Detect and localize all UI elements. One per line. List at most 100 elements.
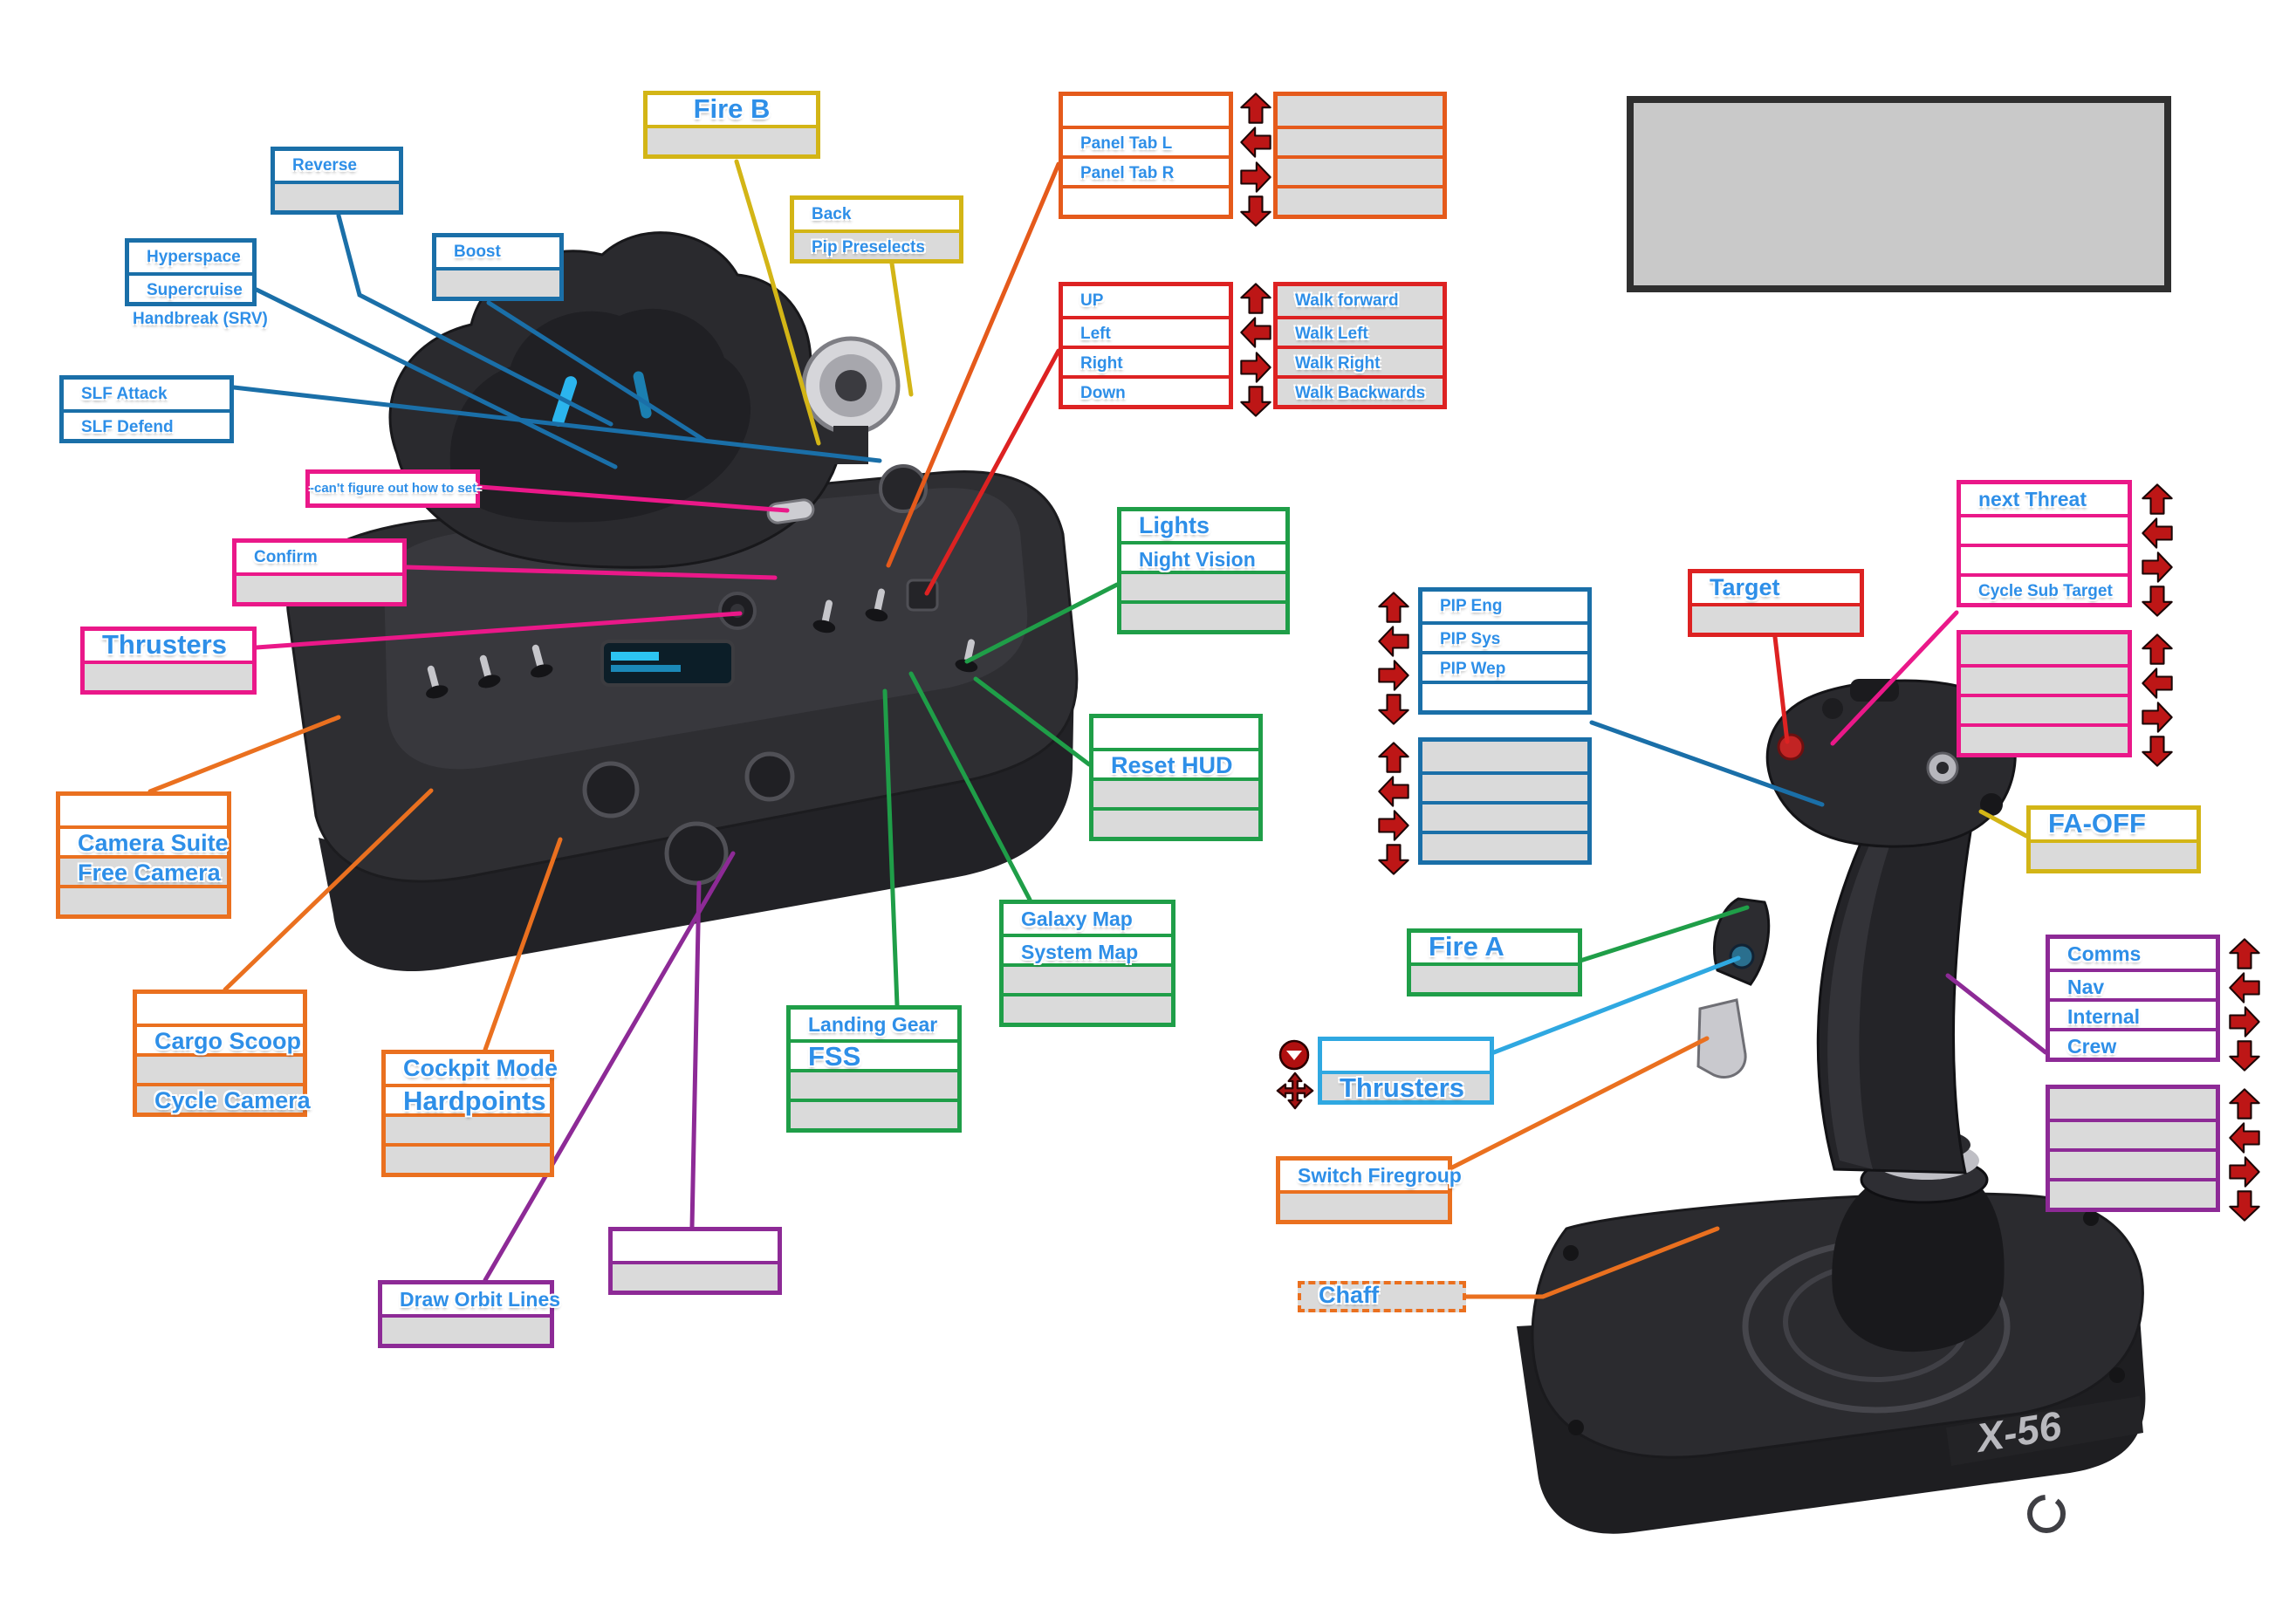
callout-row bbox=[1422, 742, 1587, 771]
callout-row: FSS bbox=[791, 1039, 957, 1071]
arrow-down-icon bbox=[1376, 692, 1411, 727]
callout-row: Chaff bbox=[1319, 1282, 1379, 1308]
callout-row: FA-OFF bbox=[2048, 808, 2146, 839]
arrow-up-icon bbox=[2227, 1086, 2262, 1121]
callout-row: Night Vision bbox=[1121, 541, 1285, 571]
callout-row bbox=[1322, 1041, 1490, 1071]
callout-row: Thrusters bbox=[1322, 1071, 1490, 1102]
callout-hyperspace: Hyperspace Supercruise bbox=[125, 238, 257, 306]
callout-row: Walk Left bbox=[1278, 316, 1443, 346]
callout-confirm: Confirm bbox=[232, 538, 407, 606]
callout-row: Boost bbox=[454, 243, 501, 261]
callout-row bbox=[1093, 807, 1258, 837]
arrow-up-icon bbox=[1376, 590, 1411, 625]
callout-panel-outputs bbox=[1273, 92, 1447, 219]
callout-row bbox=[1961, 723, 2128, 753]
callout-row bbox=[1280, 1190, 1448, 1220]
callout-cargo: Cargo Scoop Cycle Camera bbox=[133, 990, 311, 1117]
arrow-right-icon bbox=[2227, 1154, 2262, 1189]
callout-row: Panel Tab L bbox=[1063, 126, 1229, 155]
callout-row: Reverse bbox=[292, 156, 357, 175]
callout-row bbox=[791, 1099, 957, 1128]
callout-row: Free Camera bbox=[60, 855, 227, 886]
arrow-up-icon bbox=[1238, 281, 1273, 316]
callout-camera: Camera Suite Free Camera bbox=[56, 791, 231, 919]
callout-row bbox=[1121, 600, 1285, 630]
callout-row bbox=[1422, 801, 1587, 831]
callout-row: Panel Tab R bbox=[1063, 155, 1229, 185]
callout-row: Comms bbox=[2067, 942, 2142, 965]
callout-row: UP bbox=[1080, 291, 1104, 310]
arrow-up-icon bbox=[2140, 482, 2175, 517]
callout-row: Down bbox=[1063, 375, 1229, 405]
callout-row bbox=[1093, 777, 1258, 807]
callout-row bbox=[648, 125, 816, 154]
callout-row bbox=[1093, 718, 1258, 748]
arrow-left-icon bbox=[1376, 624, 1411, 659]
callout-fire-a: Fire A bbox=[1407, 928, 1582, 996]
callout-row bbox=[1961, 544, 2128, 573]
callout-row bbox=[1422, 831, 1587, 860]
connector-lines bbox=[147, 159, 2048, 1299]
callout-row: Switch Firegroup bbox=[1298, 1164, 1462, 1187]
throttle-image bbox=[286, 231, 1079, 972]
callout-row: Hardpoints bbox=[386, 1084, 550, 1115]
callout-row bbox=[85, 661, 252, 690]
arrow-right-icon bbox=[2140, 550, 2175, 585]
callout-maps: Galaxy Map System Map bbox=[999, 900, 1175, 1027]
arrow-right-icon bbox=[1238, 160, 1273, 195]
callout-panel-tabs: Panel Tab L Panel Tab R bbox=[1059, 92, 1233, 219]
arrow-down-icon bbox=[2140, 734, 2175, 769]
arrow-up-icon bbox=[2227, 936, 2262, 971]
callout-row: Landing Gear bbox=[808, 1013, 938, 1036]
arrow-right-icon bbox=[1238, 350, 1273, 385]
callout-row: Thrusters bbox=[102, 629, 227, 660]
callout-thrusters-left: Thrusters bbox=[80, 627, 257, 695]
callout-row bbox=[275, 181, 399, 210]
callout-row bbox=[613, 1261, 778, 1291]
callout-comms: Comms Nav Internal Crew bbox=[2046, 935, 2220, 1062]
arrow-down-icon bbox=[1376, 842, 1411, 877]
callout-row: Galaxy Map bbox=[1021, 907, 1133, 930]
callout-walk: Walk forward Walk Left Walk Right Walk B… bbox=[1273, 282, 1447, 409]
callout-row: Crew bbox=[2050, 1028, 2216, 1058]
callout-row: Cargo Scoop bbox=[137, 1024, 303, 1054]
arrow-up-icon bbox=[1376, 740, 1411, 775]
callout-row bbox=[2050, 1178, 2216, 1208]
callout-back-pip: Back Pip Preselects bbox=[790, 195, 963, 264]
callout-draw-orbit: Draw Orbit Lines bbox=[378, 1280, 560, 1348]
arrow-right-icon bbox=[2227, 1004, 2262, 1039]
callout-row bbox=[386, 1143, 550, 1173]
callout-pip: PIP Eng PIP Sys PIP Wep bbox=[1418, 587, 1592, 715]
arrow-down-icon bbox=[2227, 1188, 2262, 1223]
callout-comms-outputs bbox=[2046, 1085, 2220, 1212]
callout-row bbox=[2050, 1089, 2216, 1119]
callout-row: Nav bbox=[2050, 969, 2216, 998]
callout-row bbox=[1278, 126, 1443, 155]
callout-row bbox=[791, 1069, 957, 1099]
callout-landing: Landing Gear FSS bbox=[786, 1005, 962, 1133]
callout-row bbox=[2031, 839, 2197, 869]
callout-row: Right bbox=[1063, 346, 1229, 375]
four-way-arrows-icon bbox=[1276, 1072, 1314, 1110]
callout-row: Hyperspace bbox=[147, 248, 241, 266]
callout-slf: SLF Attack SLF Defend bbox=[59, 375, 234, 443]
callout-row: Fire A bbox=[1429, 931, 1504, 962]
callout-spare-left bbox=[608, 1227, 782, 1295]
arrow-left-icon bbox=[2140, 666, 2175, 701]
callout-row bbox=[1961, 634, 2128, 664]
callout-thrusters-right: Thrusters bbox=[1318, 1037, 1494, 1105]
callout-row: PIP Wep bbox=[1422, 651, 1587, 681]
callout-row bbox=[1692, 603, 1860, 633]
callout-chaff: Chaff bbox=[1298, 1281, 1466, 1312]
callout-row bbox=[1004, 963, 1171, 993]
callout-row: Walk Backwards bbox=[1278, 375, 1443, 405]
callout-row: Camera Suite bbox=[60, 825, 229, 856]
callout-row bbox=[1278, 155, 1443, 185]
callout-row bbox=[1961, 664, 2128, 694]
callout-reverse: Reverse bbox=[271, 147, 403, 215]
callout-target: Target bbox=[1688, 569, 1864, 637]
arrow-left-icon bbox=[2227, 1120, 2262, 1155]
